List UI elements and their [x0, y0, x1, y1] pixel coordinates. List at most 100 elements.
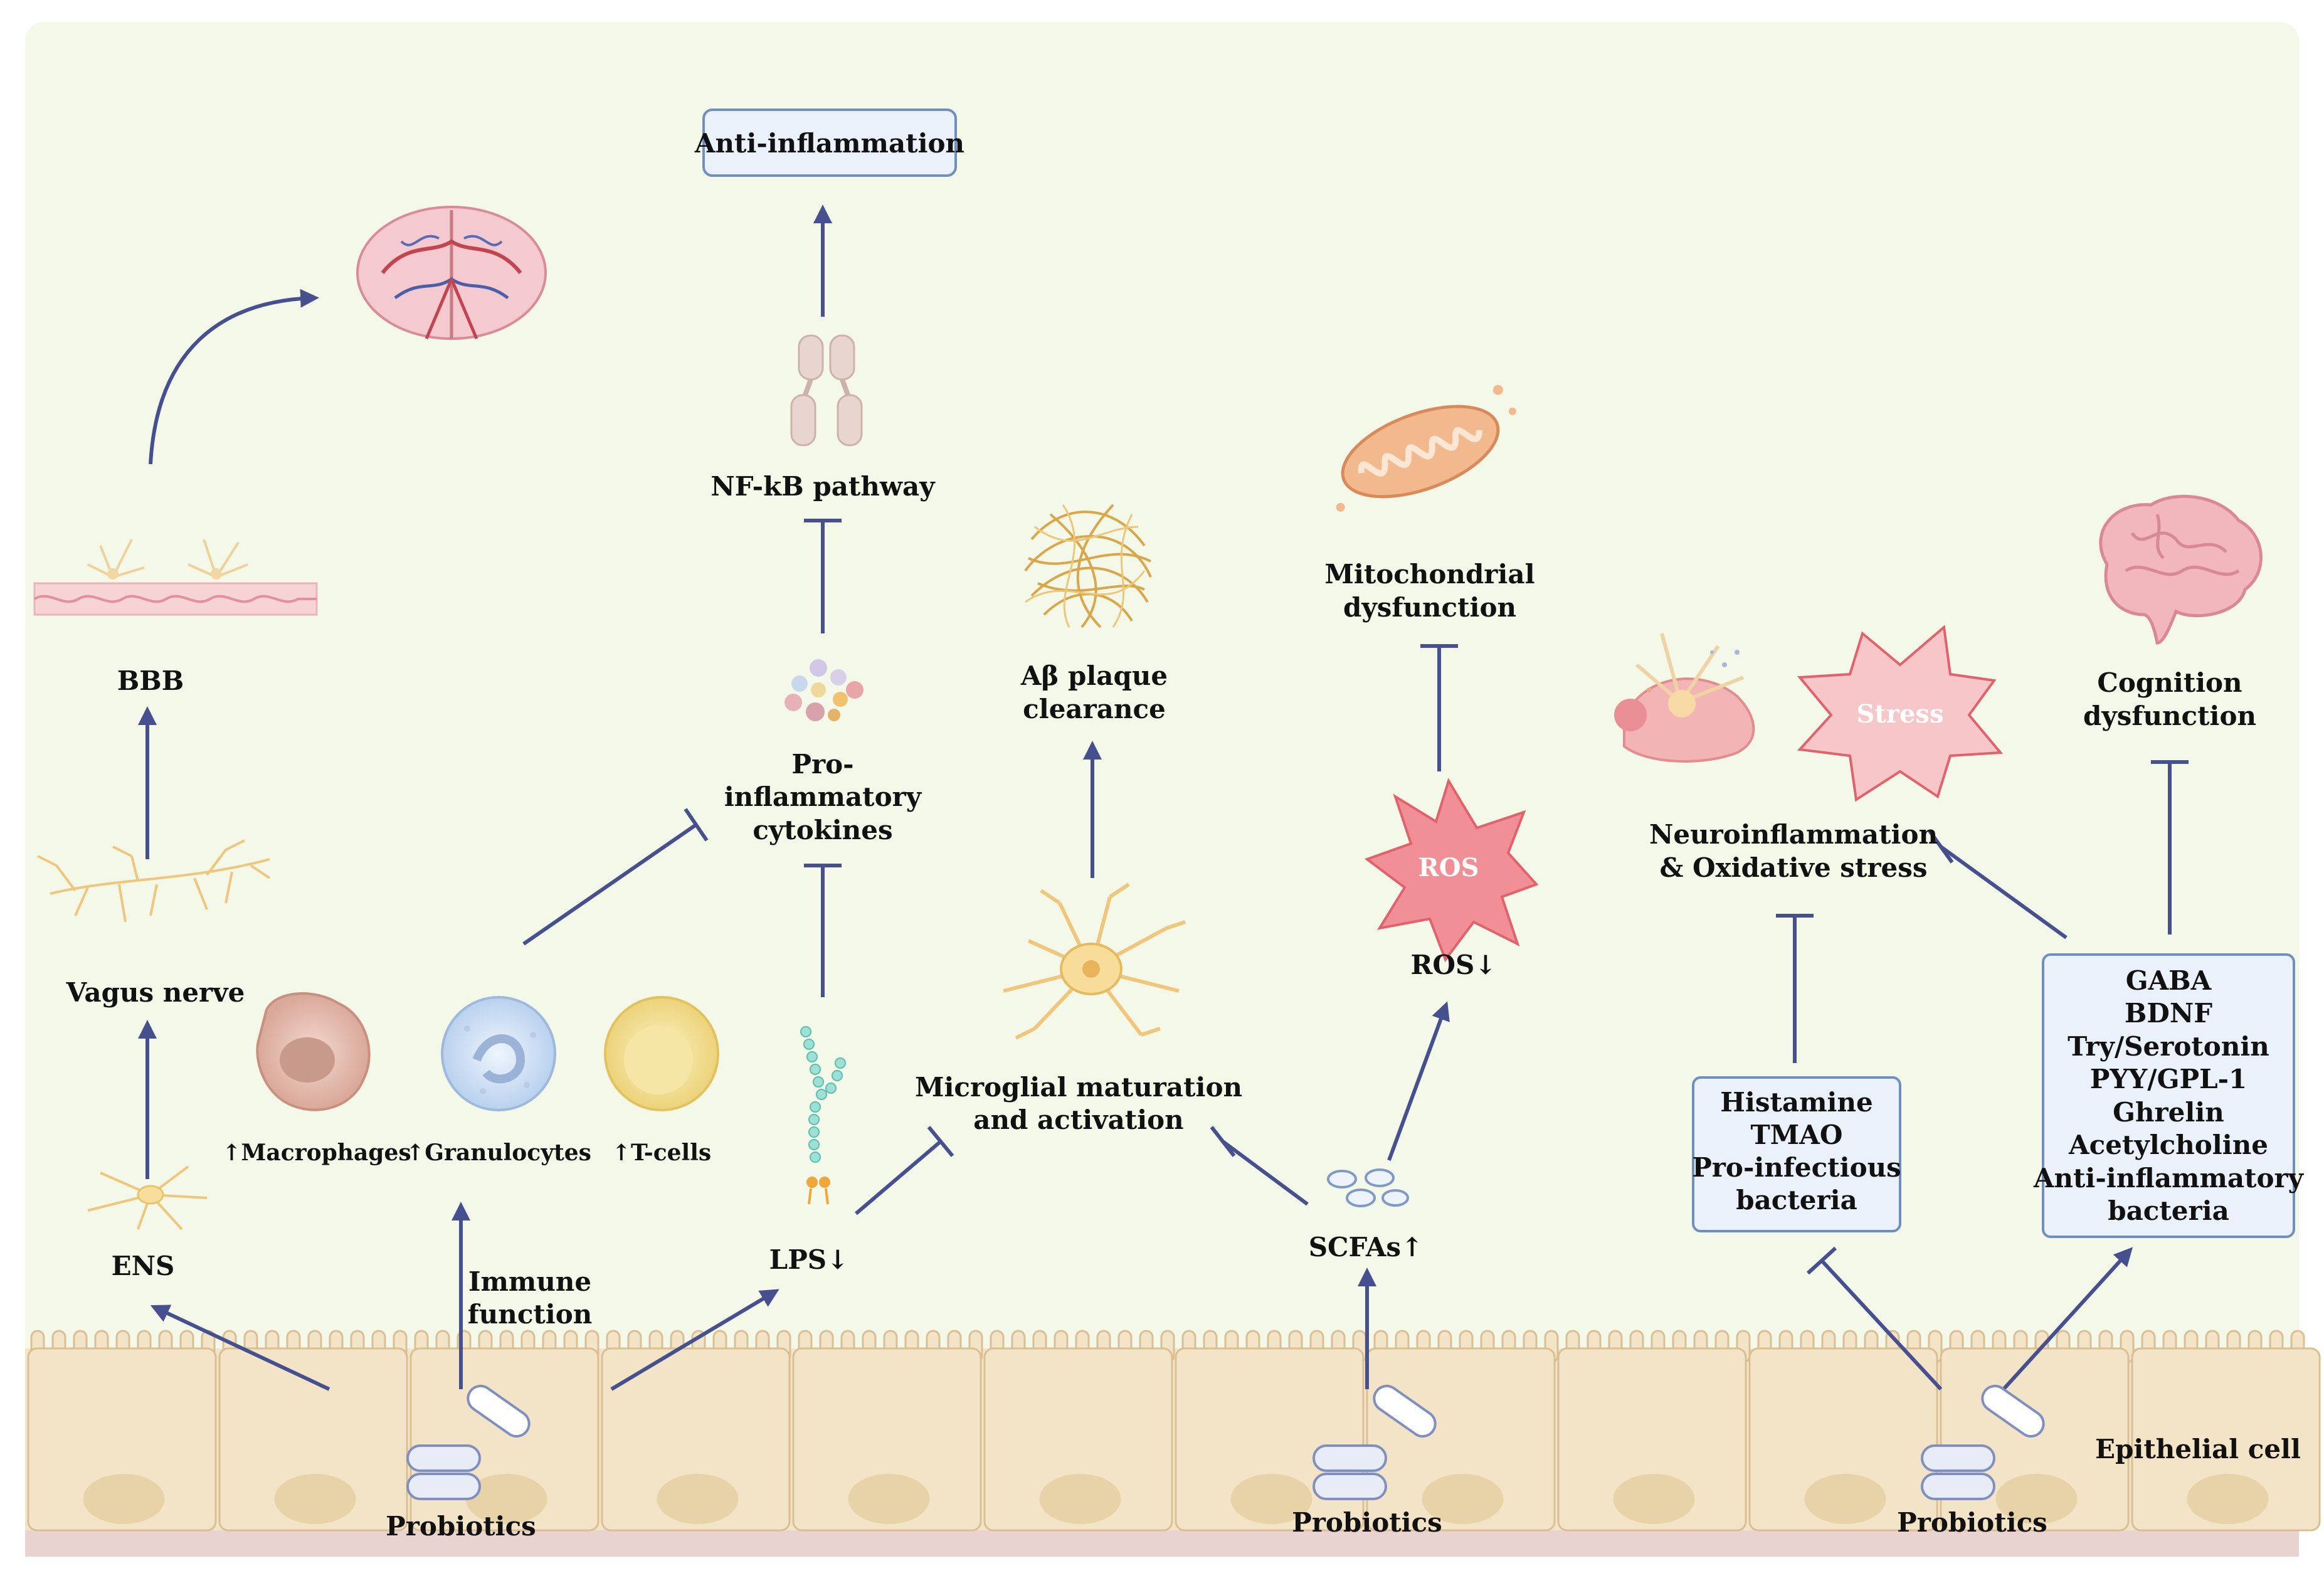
granulocyte-icon [441, 996, 556, 1111]
lps-molecule-icon [800, 1026, 846, 1205]
epithelial-cell [1748, 1347, 1938, 1532]
cell-nucleus [1804, 1474, 1886, 1524]
epithelial-cell [601, 1347, 791, 1532]
gaba-line-4: PYY/GPL-1 [2090, 1064, 2247, 1094]
mitochondrion-icon [1336, 384, 1516, 512]
gaba-line-6: Acetylcholine [2068, 1130, 2268, 1160]
cell-nucleus [1039, 1474, 1121, 1524]
gaba-line-5: Ghrelin [2113, 1097, 2224, 1128]
tcells-label: ↑T-cells [612, 1140, 711, 1166]
gaba-line-8: bacteria [2108, 1195, 2229, 1226]
mitochondrial-line-1: Mitochondrial [1324, 559, 1534, 590]
histamine-line-1: Histamine [1720, 1087, 1873, 1118]
probiotic-capsule-icon [1921, 1384, 2045, 1500]
cell-nucleus [465, 1474, 547, 1524]
anti-inflammation-box: Anti-inflammation [694, 109, 964, 177]
nfkb-label: NF-kB pathway [710, 471, 936, 502]
cell-nucleus [657, 1474, 739, 1524]
histamine-line-4: bacteria [1736, 1185, 1857, 1215]
gaba-box: GABA BDNF Try/Serotonin PYY/GPL-1 Ghreli… [2033, 953, 2305, 1238]
stress-star-icon: Stress [1797, 625, 2004, 802]
gaba-line-7: Anti-inflammatory [2033, 1163, 2305, 1194]
cell-nucleus [2187, 1474, 2269, 1524]
cell-nucleus [1422, 1474, 1504, 1524]
brain-icon [2099, 494, 2263, 645]
gaba-line-2: BDNF [2125, 998, 2212, 1029]
epithelial-layer [25, 1330, 2321, 1557]
receptor-icon [790, 334, 863, 447]
cell-nucleus [1995, 1474, 2078, 1524]
ros-down-label: ROS↓ [1410, 950, 1496, 980]
cell-nucleus [274, 1474, 356, 1524]
immune-line-2: function [468, 1299, 593, 1330]
brain-vascular-icon [356, 206, 547, 340]
probiotic-capsule-icon [1313, 1384, 1437, 1500]
scfas-label: SCFAs↑ [1309, 1232, 1423, 1263]
microglial-line-1: Microglial maturation [915, 1072, 1242, 1103]
ens-label: ENS [112, 1251, 175, 1281]
stress-star-label: Stress [1857, 699, 1944, 729]
amyloid-plaque-icon [1024, 504, 1152, 628]
inhibit-probiotics-to-histamine [1820, 1259, 1943, 1391]
cognition-line-2: dysfunction [2083, 701, 2256, 731]
macrophages-label: ↑Macrophages [222, 1140, 411, 1166]
vagus-nerve-icon [37, 839, 271, 923]
inhibit-immune-to-cytokines [522, 823, 697, 946]
histamine-line-3: Pro-infectious [1692, 1152, 1901, 1183]
vagus-label: Vagus nerve [66, 977, 245, 1008]
probiotic-capsule-icon [406, 1384, 531, 1500]
epithelial-cell [2131, 1347, 2321, 1532]
epithelial-cell [27, 1347, 217, 1532]
arrow-bbb-to-brain [149, 289, 319, 465]
granulocytes-label: ↑Granulocytes [406, 1140, 591, 1166]
cytokine-cluster-icon [784, 659, 864, 721]
microglia-icon [1003, 882, 1186, 1040]
inhibit-lps-to-microglia [855, 1140, 942, 1215]
probiotics-label-2: Probiotics [1292, 1507, 1442, 1538]
microglial-line-2: and activation [973, 1104, 1183, 1135]
immune-line-1: Immune [468, 1266, 591, 1297]
arrow-probiotics-to-gaba [2002, 1247, 2133, 1391]
inhibit-gaba-to-neuroinflammation [1940, 845, 2068, 940]
gaba-line-1: GABA [2126, 965, 2212, 996]
pro-inflammatory-line-3: cytokines [753, 815, 892, 845]
probiotics-label-1: Probiotics [386, 1511, 536, 1542]
pro-inflammatory-line-2: inflammatory [724, 781, 922, 812]
anti-inflammation-label: Anti-inflammation [694, 128, 964, 159]
cell-nucleus [1230, 1474, 1313, 1524]
ros-star-icon: ROS [1364, 778, 1539, 963]
bbb-label: BBB [117, 665, 184, 696]
arrow-probiotics-to-lps [610, 1289, 779, 1391]
epithelial-cell [1366, 1347, 1556, 1532]
epithelial-cell [983, 1347, 1173, 1532]
probiotics-label-3: Probiotics [1897, 1507, 2047, 1538]
mitochondrial-line-2: dysfunction [1343, 592, 1516, 623]
pro-inflammatory-line-1: Pro- [791, 749, 853, 780]
t-cell-icon [604, 996, 719, 1111]
epithelial-cell [1557, 1347, 1747, 1532]
macrophage-icon [256, 992, 371, 1111]
scfa-molecules-icon [1327, 1168, 1409, 1207]
abeta-line-1: Aβ plaque [1020, 660, 1168, 691]
ros-star-label: ROS [1418, 853, 1479, 882]
cognition-line-1: Cognition [2097, 667, 2242, 698]
cell-nucleus [1613, 1474, 1695, 1524]
epithelial-cell [218, 1347, 408, 1532]
connectors [138, 204, 2189, 1391]
blood-brain-barrier-icon [33, 539, 318, 616]
lps-label: LPS↓ [769, 1244, 849, 1275]
enteric-neuron-icon [87, 1165, 208, 1231]
histamine-box: Histamine TMAO Pro-infectious bacteria [1692, 1076, 1901, 1232]
epithelial-label: Epithelial cell [2095, 1434, 2301, 1464]
inhibit-scfa-to-microglia [1222, 1140, 1309, 1206]
gaba-line-3: Try/Serotonin [2068, 1031, 2269, 1062]
cell-nucleus [848, 1474, 930, 1524]
abeta-line-2: clearance [1023, 694, 1166, 724]
histamine-line-2: TMAO [1751, 1120, 1843, 1150]
epithelial-cell [792, 1347, 982, 1532]
damaged-neuron-icon [1614, 633, 1755, 763]
arrow-scfa-to-ros [1387, 1001, 1450, 1162]
cell-nucleus [83, 1474, 165, 1524]
neuroinflammation-line-1: Neuroinflammation [1649, 819, 1938, 850]
